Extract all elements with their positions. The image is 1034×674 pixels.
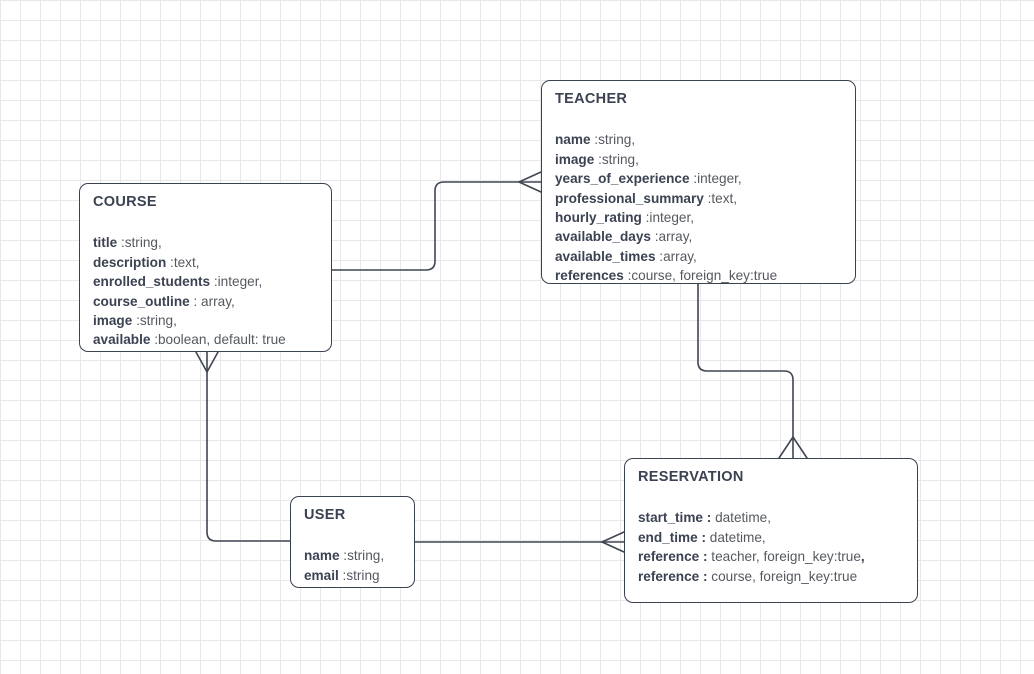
- attribute-value: datetime,: [715, 510, 771, 526]
- entity-title-teacher: TEACHER: [555, 91, 628, 107]
- attribute-separator: ,: [860, 549, 865, 565]
- attribute-value: :text,: [707, 190, 738, 206]
- attribute-key: enrolled_students: [93, 274, 211, 290]
- attribute-key: professional_summary: [555, 190, 704, 206]
- attribute-value: :array,: [659, 248, 697, 264]
- connector-teacher-reservation: [697, 283, 808, 459]
- entity-title-course: COURSE: [93, 194, 157, 210]
- entity-attribute: hourly_rating :integer,: [555, 208, 842, 227]
- entity-attribute: years_of_experience :integer,: [555, 169, 842, 188]
- crowfoot-prong-left: [195, 351, 208, 373]
- crowfoot-prong-right: [792, 436, 808, 459]
- entity-attribute: available :boolean, default: true: [93, 330, 318, 349]
- attribute-key: description: [93, 254, 167, 270]
- attribute-key: title: [93, 235, 118, 251]
- entity-attribute: references :course, foreign_key:true: [555, 266, 842, 285]
- attribute-value: :string,: [120, 235, 162, 251]
- entity-attribute: available_days :array,: [555, 227, 842, 246]
- attribute-value: datetime,: [709, 529, 766, 545]
- entity-attribute: enrolled_students :integer,: [93, 272, 318, 291]
- attribute-key: reference :: [638, 549, 708, 565]
- attribute-value: :string,: [598, 151, 639, 167]
- entity-attribute: name :string,: [555, 130, 842, 149]
- attribute-key: email: [304, 567, 339, 583]
- entity-attribute: course_outline : array,: [93, 292, 318, 311]
- attribute-value: :string,: [136, 313, 177, 329]
- crowfoot-prong-right: [206, 351, 219, 373]
- attribute-key: start_time :: [638, 510, 712, 526]
- crowfoot-prong-lower: [601, 541, 625, 553]
- attribute-value: :string,: [343, 548, 385, 564]
- attribute-key: end_time :: [638, 529, 706, 545]
- attribute-value: :array,: [654, 229, 693, 245]
- attribute-value: course, foreign_key:true: [711, 568, 858, 584]
- entity-attribute: image :string,: [93, 311, 318, 330]
- attribute-key: name: [555, 132, 591, 148]
- attribute-value: :boolean, default: true: [154, 332, 286, 348]
- attribute-value: :integer,: [213, 274, 263, 290]
- entity-attribute: title :string,: [93, 233, 318, 252]
- attribute-key: references: [555, 268, 624, 284]
- entity-attribute: available_times :array,: [555, 247, 842, 266]
- attribute-key: hourly_rating: [555, 210, 642, 226]
- crowfoot-prong-upper: [601, 531, 625, 543]
- entity-attribute: image :string,: [555, 150, 842, 169]
- attribute-key: available_days: [555, 229, 651, 245]
- attribute-value: teacher, foreign_key:true: [711, 549, 861, 565]
- attribute-value: : array,: [193, 293, 235, 309]
- attribute-key: image: [93, 313, 133, 329]
- crowfoot-prong-upper: [518, 171, 542, 183]
- attribute-value: :text,: [170, 254, 200, 270]
- attribute-value: :string,: [594, 132, 636, 148]
- attribute-value: :string: [342, 567, 380, 583]
- entity-attribute: description :text,: [93, 253, 318, 272]
- attribute-value: :integer,: [645, 210, 695, 226]
- connector-user-reservation: [414, 531, 625, 553]
- crowfoot-prong-left: [778, 436, 794, 459]
- attribute-value: :course, foreign_key:true: [627, 268, 778, 284]
- entity-attribute: email :string: [304, 566, 401, 585]
- entity-title-user: USER: [304, 507, 346, 523]
- attribute-key: name: [304, 548, 340, 564]
- attribute-key: years_of_experience: [555, 171, 690, 187]
- attribute-key: available_times: [555, 248, 656, 264]
- attribute-key: reference :: [638, 568, 708, 584]
- crowfoot-prong-lower: [518, 181, 542, 193]
- entity-attribute: reference : teacher, foreign_key:true,: [638, 547, 904, 566]
- entity-attribute: name :string,: [304, 546, 401, 565]
- entity-attribute: professional_summary :text,: [555, 189, 842, 208]
- entity-attribute: reference : course, foreign_key:true: [638, 567, 904, 586]
- entity-title-reservation: RESERVATION: [638, 469, 744, 485]
- attribute-key: available: [93, 332, 151, 348]
- connector-course-teacher: [331, 171, 542, 271]
- connector-course-user: [195, 351, 291, 542]
- entity-attribute: start_time : datetime,: [638, 508, 904, 527]
- attribute-key: course_outline: [93, 293, 190, 309]
- entity-attribute: end_time : datetime,: [638, 528, 904, 547]
- attribute-value: :integer,: [693, 171, 742, 187]
- attribute-key: image: [555, 151, 595, 167]
